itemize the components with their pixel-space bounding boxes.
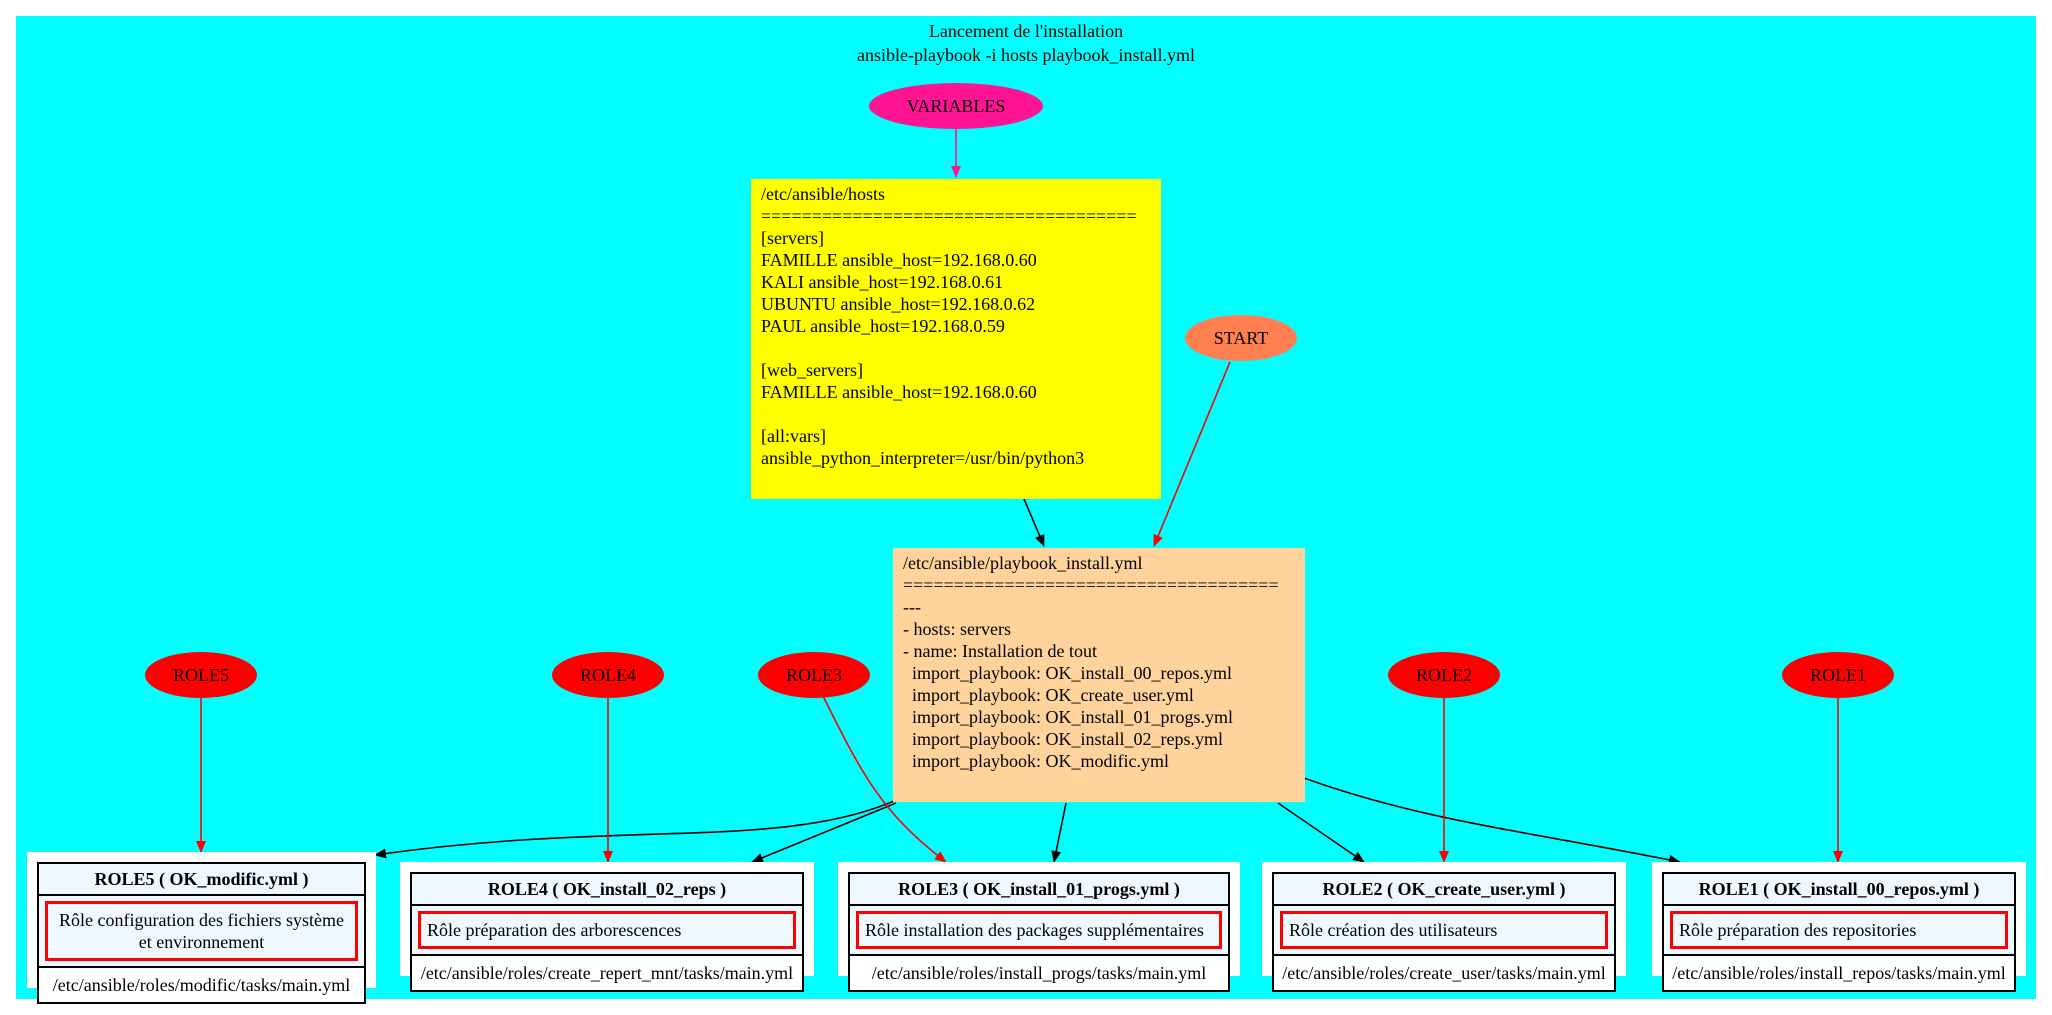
hosts-file-line: ===================================== (761, 206, 1137, 226)
role3-node: ROLE3 (758, 652, 870, 698)
hosts-file-line: [servers] (761, 228, 824, 248)
hosts-file-line: ansible_python_interpreter=/usr/bin/pyth… (761, 448, 1085, 468)
variables-label: VARIABLES (906, 96, 1006, 116)
role1-table: ROLE1 ( OK_install_00_repos.yml ) Rôle p… (1662, 872, 2016, 992)
edge-playbook-to-role2 (1277, 802, 1365, 863)
hosts-file-line: [all:vars] (761, 426, 826, 446)
role2-description: Rôle création des utilisateurs (1280, 911, 1608, 949)
role5-description: Rôle configuration des fichiers système … (45, 901, 358, 961)
role1-node-label: ROLE1 (1810, 665, 1866, 685)
playbook-file-line: /etc/ansible/playbook_install.yml (903, 553, 1143, 573)
playbook-file-line: import_playbook: OK_install_02_reps.yml (903, 729, 1223, 749)
playbook-file-line: - name: Installation de tout (903, 641, 1097, 661)
role5-table-container: ROLE5 ( OK_modific.yml ) Rôle configurat… (27, 852, 376, 1004)
playbook-file-line: import_playbook: OK_install_00_repos.yml (903, 663, 1232, 683)
variables-node: VARIABLES (869, 83, 1043, 129)
edge-playbook-to-role3 (1051, 802, 1067, 863)
hosts-file-box: /etc/ansible/hosts======================… (751, 179, 1161, 499)
role4-node-label: ROLE4 (580, 665, 636, 685)
role4-table-container: ROLE4 ( OK_install_02_reps ) Rôle prépar… (400, 862, 814, 992)
role2-table-container: ROLE2 ( OK_create_user.yml ) Rôle créati… (1262, 862, 1626, 992)
hosts-file-line (761, 337, 1151, 359)
playbook-file-line: import_playbook: OK_install_01_progs.yml (903, 707, 1233, 727)
role4-description: Rôle préparation des arborescences (418, 911, 796, 949)
role1-desc-cell: Rôle préparation des repositories (1664, 906, 2014, 956)
playbook-file-lines: /etc/ansible/playbook_install.yml=======… (903, 552, 1295, 772)
playbook-file-line: import_playbook: OK_modific.yml (903, 751, 1169, 771)
hosts-file-line: FAMILLE ansible_host=192.168.0.60 (761, 382, 1037, 402)
role3-node-label: ROLE3 (786, 665, 842, 685)
hosts-file-lines: /etc/ansible/hosts======================… (761, 183, 1151, 469)
role1-path: /etc/ansible/roles/install_repos/tasks/m… (1664, 956, 2014, 990)
playbook-file-line: ===================================== (903, 575, 1279, 595)
role3-description: Rôle installation des packages supplémen… (856, 911, 1222, 949)
role5-node: ROLE5 (145, 652, 257, 698)
role3-table-container: ROLE3 ( OK_install_01_progs.yml ) Rôle i… (838, 862, 1240, 992)
role5-desc-cell: Rôle configuration des fichiers système … (39, 896, 364, 968)
hosts-file-line: [web_servers] (761, 360, 863, 380)
hosts-file-line: UBUNTU ansible_host=192.168.0.62 (761, 294, 1036, 314)
start-label: START (1213, 328, 1269, 348)
role2-node: ROLE2 (1388, 652, 1500, 698)
role3-table-title: ROLE3 ( OK_install_01_progs.yml ) (850, 874, 1228, 906)
role5-table-title: ROLE5 ( OK_modific.yml ) (39, 864, 364, 896)
role1-table-container: ROLE1 ( OK_install_00_repos.yml ) Rôle p… (1652, 862, 2026, 992)
role2-table-title: ROLE2 ( OK_create_user.yml ) (1274, 874, 1614, 906)
role1-description: Rôle préparation des repositories (1670, 911, 2008, 949)
role4-desc-cell: Rôle préparation des arborescences (412, 906, 802, 956)
hosts-file-line: KALI ansible_host=192.168.0.61 (761, 272, 1004, 292)
graph-title-line1: Lancement de l'installation (928, 21, 1124, 41)
edge-playbook-to-role5 (374, 800, 895, 859)
role2-node-label: ROLE2 (1416, 665, 1472, 685)
role3-table: ROLE3 ( OK_install_01_progs.yml ) Rôle i… (848, 872, 1230, 992)
role5-path: /etc/ansible/roles/modific/tasks/main.ym… (39, 968, 364, 1002)
edge-playbook-to-role1 (1303, 777, 1681, 865)
role1-table-title: ROLE1 ( OK_install_00_repos.yml ) (1664, 874, 2014, 906)
hosts-file-line (761, 403, 1151, 425)
role3-desc-cell: Rôle installation des packages supplémen… (850, 906, 1228, 956)
edge-start-to-playbook (1153, 361, 1231, 547)
role5-node-label: ROLE5 (173, 665, 229, 685)
start-node: START (1185, 315, 1297, 361)
role2-table: ROLE2 ( OK_create_user.yml ) Rôle créati… (1272, 872, 1616, 992)
role4-node: ROLE4 (552, 652, 664, 698)
edge-role3-node-to-role3 (822, 695, 947, 863)
role4-path: /etc/ansible/roles/create_repert_mnt/tas… (412, 956, 802, 990)
role2-path: /etc/ansible/roles/create_user/tasks/mai… (1274, 956, 1614, 990)
playbook-file-line: --- (903, 597, 921, 617)
hosts-file-line: /etc/ansible/hosts (761, 184, 885, 204)
playbook-file-box: /etc/ansible/playbook_install.yml=======… (893, 548, 1305, 802)
edge-hosts-to-playbook (1023, 498, 1045, 547)
playbook-file-line: import_playbook: OK_create_user.yml (903, 685, 1194, 705)
edge-playbook-to-role4 (751, 802, 897, 863)
role2-desc-cell: Rôle création des utilisateurs (1274, 906, 1614, 956)
hosts-file-line: PAUL ansible_host=192.168.0.59 (761, 316, 1005, 336)
playbook-file-line: - hosts: servers (903, 619, 1011, 639)
role5-table: ROLE5 ( OK_modific.yml ) Rôle configurat… (37, 862, 366, 1004)
role4-table: ROLE4 ( OK_install_02_reps ) Rôle prépar… (410, 872, 804, 992)
role1-node: ROLE1 (1782, 652, 1894, 698)
hosts-file-line: FAMILLE ansible_host=192.168.0.60 (761, 250, 1037, 270)
role3-path: /etc/ansible/roles/install_progs/tasks/m… (850, 956, 1228, 990)
role4-table-title: ROLE4 ( OK_install_02_reps ) (412, 874, 802, 906)
graph-title-line2: ansible-playbook -i hosts playbook_insta… (857, 45, 1195, 65)
